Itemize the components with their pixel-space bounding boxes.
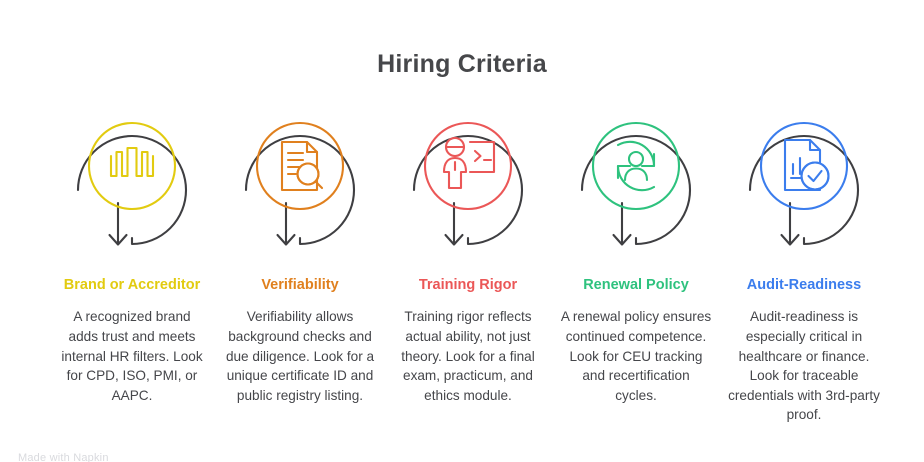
badge-ring xyxy=(87,121,177,211)
badge-ring xyxy=(591,121,681,211)
spiral-arrow-icon xyxy=(76,134,188,246)
brand-bars-icon xyxy=(109,146,155,178)
spiral-arrow-icon xyxy=(580,134,692,246)
criteria-description-audit-readiness: Audit-readiness is especially critical i… xyxy=(728,309,880,423)
criteria-label-brand-or-accreditor: Brand or Accreditor xyxy=(63,277,201,293)
badge-ring xyxy=(255,121,345,211)
page-title: Hiring Criteria xyxy=(377,50,547,78)
arrow-down-icon xyxy=(612,201,632,246)
criteria-column-renewal-policy: Renewal Policy A renewal policy ensures … xyxy=(552,104,720,405)
criteria-description-brand-or-accreditor: A recognized brand adds trust and meets … xyxy=(61,309,203,403)
criteria-label-verifiability: Verifiability xyxy=(261,277,339,293)
criteria-column-verifiability: Verifiability Verifiability allows backg… xyxy=(216,104,384,405)
arrow-down-icon xyxy=(444,201,464,246)
spiral-arrow-icon xyxy=(748,134,860,246)
criteria-column-brand-or-accreditor: Brand or Accreditor A recognized brand a… xyxy=(48,104,216,405)
criteria-label-training-rigor: Training Rigor xyxy=(418,277,518,293)
person-refresh-icon xyxy=(616,140,656,192)
criteria-description-verifiability: Verifiability allows background checks a… xyxy=(225,309,375,403)
document-magnifier-icon xyxy=(280,140,324,192)
spiral-arrow-icon xyxy=(244,134,356,246)
criteria-column-training-rigor: Training Rigor Training rigor reflects a… xyxy=(384,104,552,405)
watermark: Made with Napkin xyxy=(18,452,109,462)
badge-verifiability xyxy=(216,104,384,252)
badge-brand-or-accreditor xyxy=(48,104,216,252)
badge-renewal-policy xyxy=(552,104,720,252)
criteria-column-audit-readiness: Audit-Readiness Audit-readiness is espec… xyxy=(720,104,888,425)
badge-training-rigor xyxy=(384,104,552,252)
person-terminal-icon xyxy=(442,136,496,190)
badge-ring xyxy=(759,121,849,211)
criteria-label-renewal-policy: Renewal Policy xyxy=(583,277,689,293)
badge-ring xyxy=(423,121,513,211)
badge-audit-readiness xyxy=(720,104,888,252)
arrow-down-icon xyxy=(780,201,800,246)
criteria-label-audit-readiness: Audit-Readiness xyxy=(746,277,862,293)
arrow-down-icon xyxy=(108,201,128,246)
criteria-description-renewal-policy: A renewal policy ensures continued compe… xyxy=(560,309,712,403)
criteria-columns: Brand or Accreditor A recognized brand a… xyxy=(48,104,880,425)
arrow-down-icon xyxy=(276,201,296,246)
spiral-arrow-icon xyxy=(412,134,524,246)
report-check-icon xyxy=(783,138,830,192)
criteria-description-training-rigor: Training rigor reflects actual ability, … xyxy=(401,309,535,403)
